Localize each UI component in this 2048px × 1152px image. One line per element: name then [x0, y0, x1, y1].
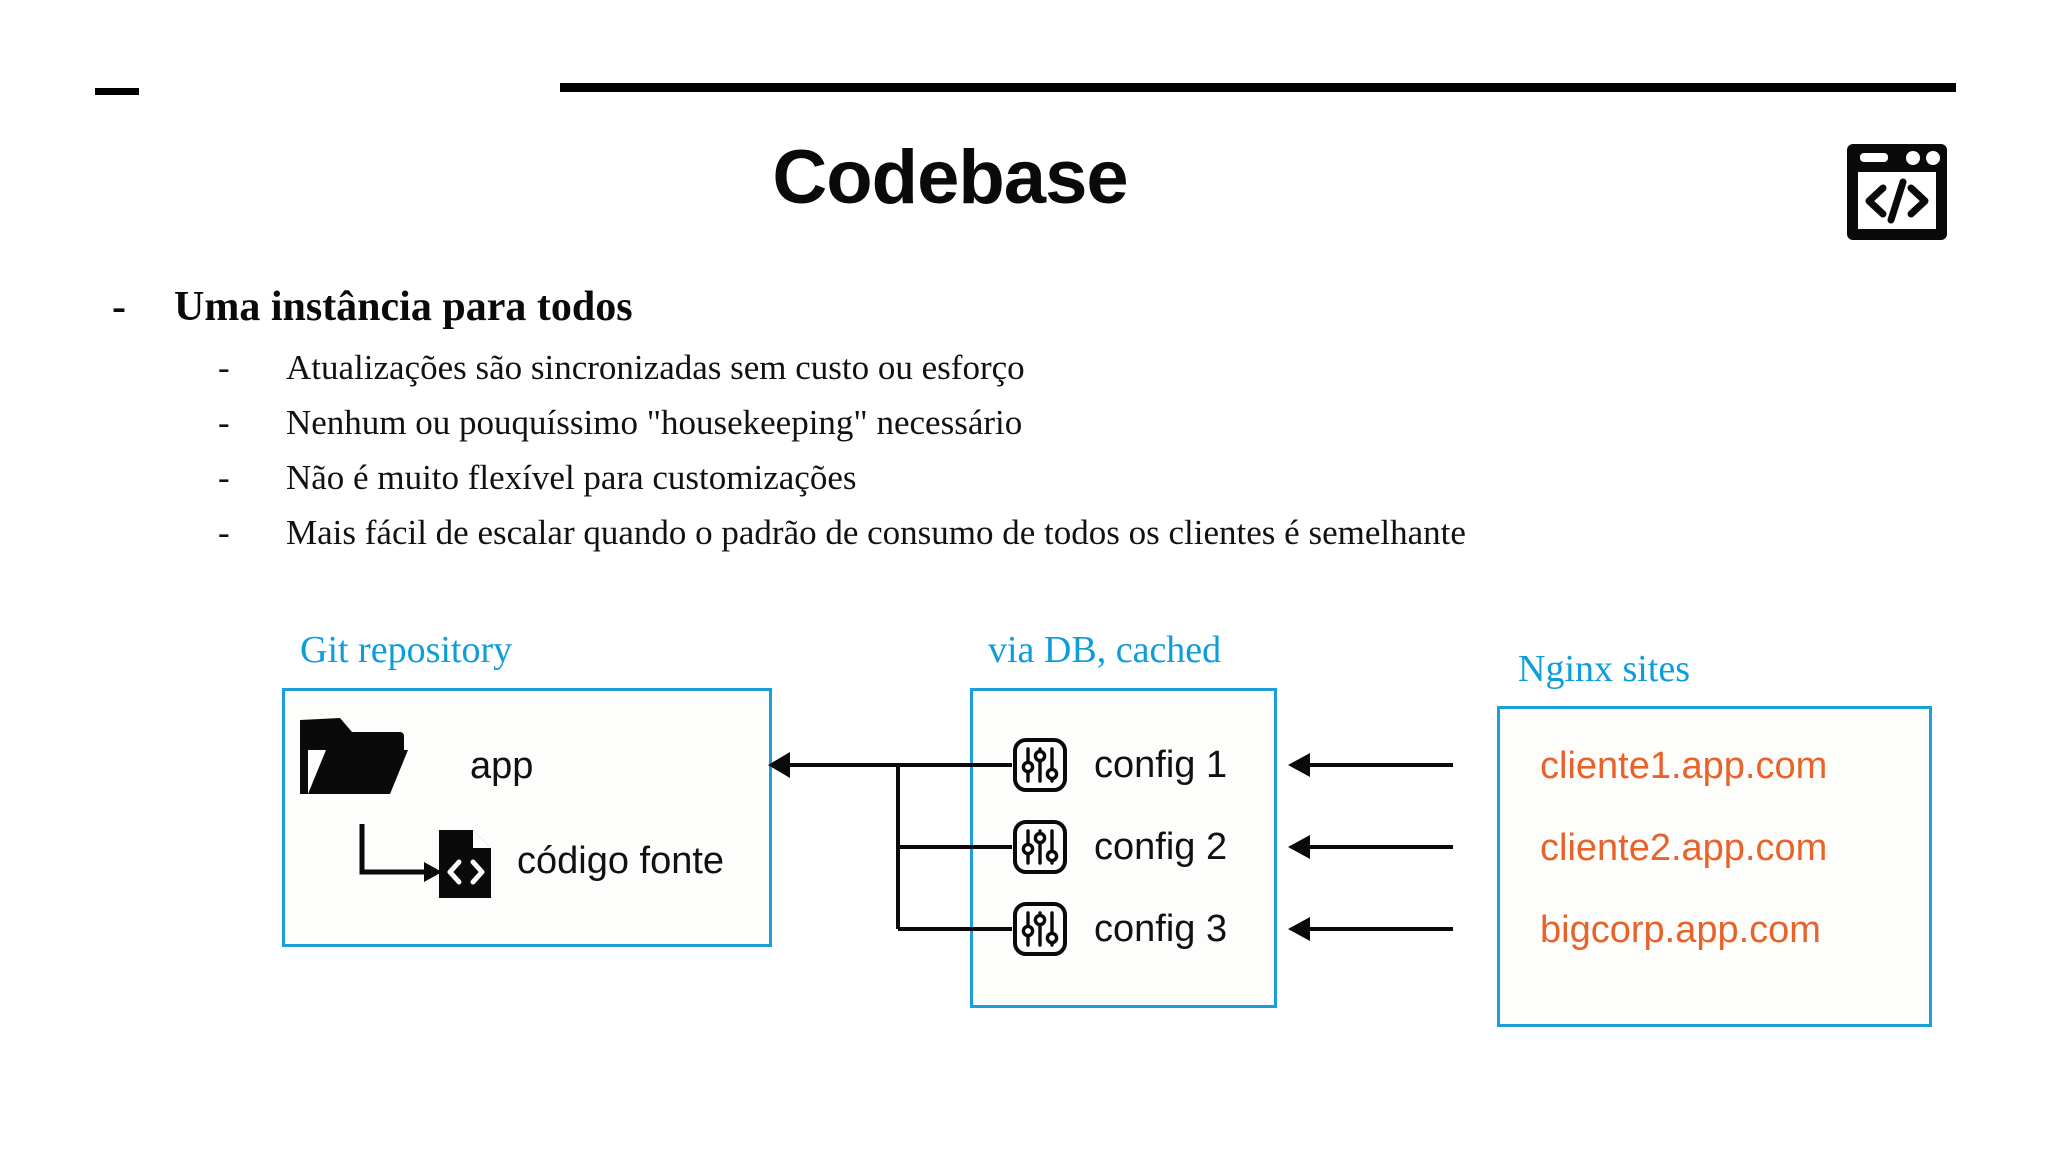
elbow-arrow-icon — [358, 822, 458, 886]
header-rule-long — [560, 83, 1956, 92]
bullet-level2-text: Mais fácil de escalar quando o padrão de… — [286, 513, 1466, 552]
config-row: config 3 — [1012, 901, 1227, 957]
bullet-marker: - — [218, 348, 230, 387]
bullet-level2: - Mais fácil de escalar quando o padrão … — [218, 513, 2018, 568]
config-row: config 1 — [1012, 737, 1227, 793]
nginx-site-label: cliente1.app.com — [1540, 745, 1828, 787]
sliders-icon — [1012, 819, 1068, 875]
group-label-git-repository: Git repository — [300, 629, 513, 671]
bullet-marker: - — [218, 403, 230, 442]
bullet-marker: - — [112, 284, 126, 330]
bullet-level2: - Não é muito flexível para customizaçõe… — [218, 458, 2018, 513]
bullet-level2: - Nenhum ou pouquíssimo "housekeeping" n… — [218, 403, 2018, 458]
config-label: config 2 — [1094, 825, 1228, 868]
arrow-head-to-config-2 — [1288, 835, 1310, 859]
nginx-site-label: cliente2.app.com — [1540, 827, 1828, 869]
bullet-marker: - — [218, 513, 230, 552]
bullet-level2-text: Nenhum ou pouquíssimo "housekeeping" nec… — [286, 403, 1023, 442]
arrow-head-to-config-3 — [1288, 917, 1310, 941]
bullet-sublist: - Atualizações são sincronizadas sem cus… — [218, 348, 2018, 568]
config-label: config 3 — [1094, 907, 1228, 950]
sliders-icon — [1012, 737, 1068, 793]
code-window-icon — [1843, 138, 1951, 246]
group-label-via-db-cached: via DB, cached — [988, 629, 1222, 671]
bullet-level1-text: Uma instância para todos — [174, 284, 633, 330]
bullet-level1: - Uma instância para todos — [112, 283, 633, 331]
arrow-head-to-config-1 — [1288, 753, 1310, 777]
git-item-label-codigo-fonte: código fonte — [517, 840, 725, 882]
page-title: Codebase — [772, 135, 1128, 220]
group-label-nginx-sites: Nginx sites — [1518, 648, 1691, 690]
bullet-level2: - Atualizações são sincronizadas sem cus… — [218, 348, 2018, 403]
sliders-icon — [1012, 901, 1068, 957]
config-label: config 1 — [1094, 743, 1228, 786]
git-item-label-app: app — [470, 745, 534, 787]
config-row: config 2 — [1012, 819, 1227, 875]
group-box-git-repository — [282, 688, 772, 947]
folder-icon — [296, 714, 408, 800]
source-code-file-icon — [437, 828, 493, 900]
group-box-nginx-sites — [1497, 706, 1932, 1027]
bullet-marker: - — [218, 458, 230, 497]
bullet-level2-text: Não é muito flexível para customizações — [286, 458, 857, 497]
header-rule-short — [95, 88, 139, 95]
bullet-level2-text: Atualizações são sincronizadas sem custo… — [286, 348, 1025, 387]
nginx-site-label: bigcorp.app.com — [1540, 909, 1821, 951]
